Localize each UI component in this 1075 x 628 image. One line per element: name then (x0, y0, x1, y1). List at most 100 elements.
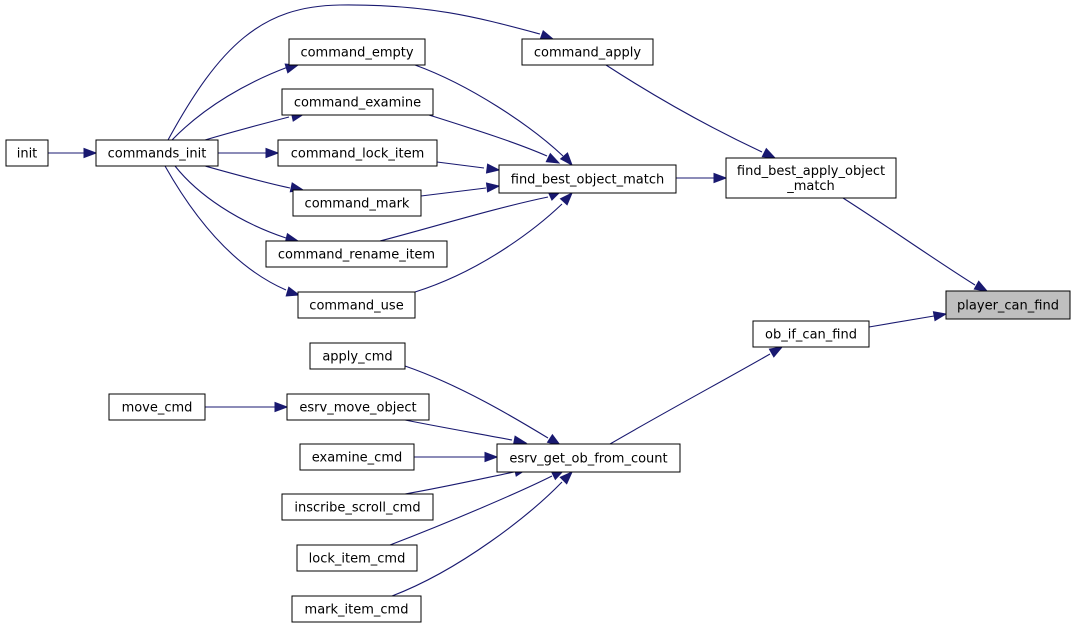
node-label: esrv_get_ob_from_count (509, 452, 667, 467)
node-inscribe-scroll-cmd[interactable]: inscribe_scroll_cmd (281, 493, 434, 521)
node-box (277, 139, 438, 167)
node-command-apply[interactable]: command_apply (521, 38, 654, 66)
edge-line (404, 471, 515, 495)
arrowhead (265, 147, 280, 159)
node-init[interactable]: init (5, 139, 49, 167)
edge-line (436, 161, 485, 169)
edge-line (842, 197, 976, 286)
node-label: init (17, 147, 38, 162)
node-label: examine_cmd (312, 451, 403, 466)
edge-mark_item_cmd-to-esrv_get_ob_from_count (391, 470, 574, 597)
edge-command_empty-to-find_best_object_match (414, 64, 573, 167)
node-label: _match (786, 179, 835, 194)
node-command-use[interactable]: command_use (297, 291, 416, 319)
node-label: find_best_apply_object (737, 164, 885, 179)
node-move-cmd[interactable]: move_cmd (108, 393, 206, 421)
node-esrv-move-object[interactable]: esrv_move_object (286, 393, 430, 421)
arrowhead (973, 280, 989, 292)
node-ob-if-can-find[interactable]: ob_if_can_find (752, 320, 870, 348)
edge-find_best_object_match-to-find_best_apply_object_match (676, 172, 728, 184)
edge-examine_cmd-to-esrv_get_ob_from_count (414, 451, 499, 463)
node-label: command_rename_item (278, 248, 435, 263)
nodes-layer: init commands_init command_empty command_ex… (5, 38, 1071, 623)
node-box (281, 88, 434, 116)
node-lock-item-cmd[interactable]: lock_item_cmd (296, 544, 418, 572)
node-box (945, 290, 1071, 320)
node-box (95, 139, 219, 167)
node-label: command_examine (294, 96, 421, 111)
node-box (296, 544, 418, 572)
node-label: inscribe_scroll_cmd (294, 501, 420, 516)
arrowhead (274, 401, 289, 413)
node-label: command_lock_item (291, 147, 425, 162)
node-player-can-find[interactable]: player_can_find (945, 290, 1071, 320)
node-box (297, 291, 416, 319)
edge-init-to-commands_init (48, 147, 98, 159)
node-find-best-object-match[interactable]: find_best_object_match (498, 164, 677, 194)
node-command-lock-item[interactable]: command_lock_item (277, 139, 438, 167)
arrowhead (539, 29, 555, 40)
edge-ob_if_can_find-to-player_can_find (868, 311, 948, 328)
node-label: commands_init (108, 147, 207, 162)
node-apply-cmd[interactable]: apply_cmd (309, 342, 406, 370)
edge-commands_init-to-command_apply (167, 4, 555, 141)
arrowhead (546, 433, 562, 446)
edge-command_lock_item-to-find_best_object_match (436, 161, 501, 174)
node-label: command_use (309, 299, 403, 314)
edge-line (174, 165, 287, 239)
edge-line (389, 475, 553, 546)
node-command-examine[interactable]: command_examine (281, 88, 434, 116)
edge-command_mark-to-find_best_object_match (420, 182, 501, 197)
node-box (288, 38, 426, 66)
edge-command_examine-to-find_best_object_match (428, 114, 561, 164)
node-label: ob_if_can_find (765, 328, 857, 343)
edge-line (167, 4, 541, 141)
node-esrv-get-ob-from-count[interactable]: esrv_get_ob_from_count (496, 443, 681, 473)
node-command-mark[interactable]: command_mark (292, 189, 422, 217)
node-label: command_empty (300, 46, 413, 61)
node-command-rename-item[interactable]: command_rename_item (265, 240, 448, 268)
arrowhead (559, 152, 573, 167)
edge-line (164, 165, 287, 291)
node-box (752, 320, 870, 348)
edge-line (605, 64, 763, 153)
edges-layer (48, 4, 989, 597)
arrowhead (485, 182, 501, 193)
node-box (108, 393, 206, 421)
node-mark-item-cmd[interactable]: mark_item_cmd (291, 595, 422, 623)
arrowhead (559, 470, 574, 485)
node-box (5, 139, 49, 167)
edge-move_cmd-to-esrv_move_object (205, 401, 289, 413)
node-box (725, 157, 897, 199)
edge-line (428, 114, 548, 157)
edge-line (414, 203, 563, 293)
edge-find_best_apply_object_match-to-player_can_find (842, 197, 989, 292)
edge-line (171, 66, 289, 141)
edge-esrv_move_object-to-esrv_get_ob_from_count (404, 419, 528, 446)
edge-commands_init-to-command_rename_item (174, 165, 300, 244)
arrowhead (545, 152, 561, 164)
edge-command_use-to-find_best_object_match (414, 191, 573, 293)
edge-commands_init-to-command_mark (204, 165, 305, 193)
node-find-best-apply-object-match[interactable]: find_best_apply_object_match (725, 157, 897, 199)
node-label: move_cmd (122, 401, 193, 416)
node-command-empty[interactable]: command_empty (288, 38, 426, 66)
node-label: player_can_find (957, 299, 1059, 314)
node-examine-cmd[interactable]: examine_cmd (299, 443, 415, 471)
edge-commands_init-to-command_empty (171, 63, 300, 141)
edge-line (868, 315, 935, 328)
node-label: find_best_object_match (511, 173, 664, 188)
node-label: command_mark (305, 197, 410, 212)
arrowhead (559, 191, 573, 206)
node-box (496, 443, 681, 473)
node-commands-init[interactable]: commands_init (95, 139, 219, 167)
node-box (299, 443, 415, 471)
node-label: apply_cmd (322, 350, 392, 365)
arrowhead (83, 147, 98, 159)
edge-esrv_get_ob_from_count-to-ob_if_can_find (609, 346, 784, 445)
edge-line (420, 187, 487, 197)
edge-line (204, 165, 291, 189)
edge-line (404, 365, 549, 439)
edge-commands_init-to-command_lock_item (218, 147, 280, 159)
